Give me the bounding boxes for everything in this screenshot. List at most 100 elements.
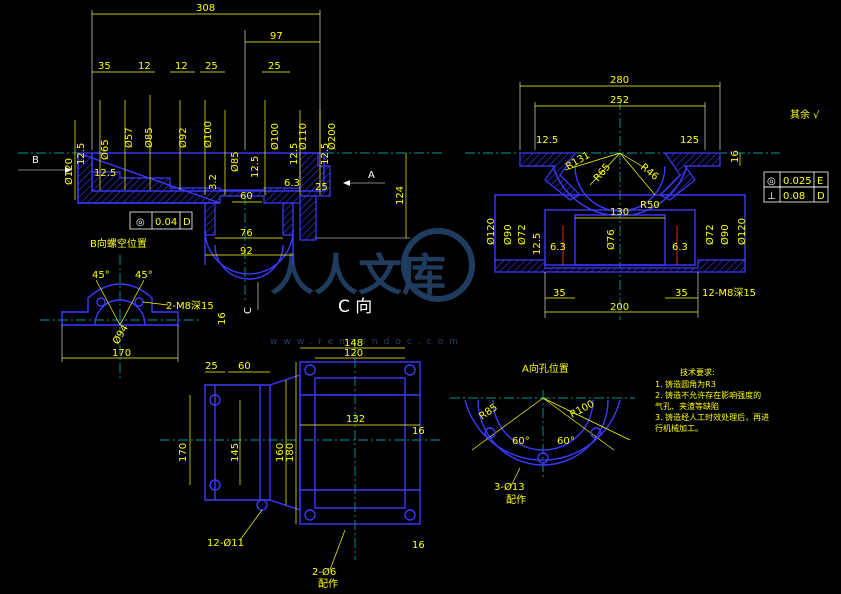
b-angle-right: 45° — [135, 270, 153, 281]
c-hole-note-12: 12-Ø11 — [207, 537, 244, 549]
c-hole-note-2b: 配作 — [318, 578, 338, 590]
notes-item-2: 2. 铸造不允许存在影响强度的 — [655, 390, 761, 400]
dim-92: 92 — [240, 246, 253, 257]
surface-finish-note: 其余 √ — [790, 108, 820, 121]
radius-65: R65 — [592, 162, 613, 184]
tolerance-frame-front: ◎ 0.04 D — [129, 211, 193, 230]
radius-50: R50 — [640, 200, 660, 211]
dim-35-left: 35 — [553, 288, 566, 299]
side-rough-12-5: 12.5 — [532, 233, 543, 255]
c-hole-note-2: 2-Ø6 — [312, 566, 336, 578]
notes-item-5: 行机械加工。 — [655, 423, 703, 433]
c-dim-160: 160 — [275, 443, 286, 462]
a-view: A向孔位置 R85 R100 60° 60° 3-Ø13 配作 — [450, 362, 635, 506]
dim-dia-200: Ø200 — [326, 123, 338, 150]
side-dia-76: Ø76 — [605, 229, 617, 250]
tolerance-frame-side-2: ⊥ 0.08 D — [763, 186, 829, 203]
dim-76: 76 — [240, 228, 253, 239]
rough-7: 25 — [315, 182, 328, 193]
view-mark-b: B — [32, 155, 39, 166]
tolerance-datum: E — [817, 176, 823, 187]
rough-3: 3.2 — [208, 174, 219, 190]
a-hole-note: 3-Ø13 — [494, 481, 525, 493]
b-angle-left: 45° — [92, 270, 110, 281]
b-dim-170: 170 — [112, 348, 131, 359]
b-thread-note: 2-M8深15 — [166, 300, 214, 312]
c-dim-25: 25 — [205, 361, 218, 372]
b-view-title: B向螺空位置 — [90, 237, 147, 250]
tolerance-datum: D — [817, 191, 825, 202]
side-view: R131 R65 R46 R50 280 252 12.5 125 16 130… — [465, 75, 829, 320]
side-dia-72-left: Ø72 — [516, 224, 528, 245]
dim-12b: 12 — [175, 61, 188, 72]
notes-item-3: 气孔、夹渣等缺陷 — [655, 401, 719, 411]
tolerance-value: 0.08 — [783, 191, 805, 202]
dim-dia-100b: Ø100 — [269, 123, 281, 150]
c-dim-148: 148 — [344, 338, 363, 349]
dim-dia-57: Ø57 — [123, 127, 135, 148]
c-view: C 向 148 120 132 25 60 16 16 170 — [160, 297, 440, 590]
dim-60: 60 — [240, 191, 253, 202]
notes-item-4: 3. 铸造经人工时效处理后，再进 — [655, 412, 769, 422]
watermark-logo-icon — [401, 228, 475, 302]
c-dim-60: 60 — [238, 361, 251, 372]
side-dia-90-left: Ø90 — [502, 224, 514, 245]
tolerance-symbol: ⊥ — [767, 191, 776, 202]
watermark: 人人文库 www.renrendoc.com — [270, 228, 475, 347]
side-dia-72-right: Ø72 — [704, 224, 716, 245]
dim-12a: 12 — [138, 61, 151, 72]
rough-5: 6.3 — [284, 178, 300, 189]
radius-46: R46 — [638, 162, 660, 183]
tolerance-datum: D — [183, 217, 191, 228]
c-dim-16-bottom: 16 — [412, 540, 425, 551]
a-hole-note-b: 配作 — [506, 494, 526, 506]
dim-97: 97 — [270, 31, 283, 42]
notes-item-1: 1. 铸造圆角为R3 — [655, 379, 716, 389]
side-rough-6-3-left: 6.3 — [550, 242, 566, 253]
dim-dia-85a: Ø85 — [143, 127, 155, 148]
view-mark-a: A — [368, 170, 375, 181]
b-dim-94: Ø94 — [110, 323, 131, 347]
side-roughness-right: 125 — [680, 135, 699, 146]
technical-notes: 技术要求: 1. 铸造圆角为R3 2. 铸造不允许存在影响强度的 气孔、夹渣等缺… — [655, 367, 769, 433]
rough-1: 12.5 — [76, 143, 87, 165]
dim-252: 252 — [610, 95, 629, 106]
watermark-text: 人人文库 — [270, 250, 446, 301]
tolerance-value: 0.04 — [155, 217, 177, 228]
dim-308: 308 — [196, 3, 215, 14]
a-angle-right: 60° — [557, 436, 575, 447]
side-dia-90-right: Ø90 — [719, 224, 731, 245]
dim-130: 130 — [610, 207, 629, 218]
a-view-title: A向孔位置 — [522, 362, 569, 375]
c-dim-145: 145 — [230, 443, 241, 462]
dim-35-right: 35 — [675, 288, 688, 299]
b-view: B向螺空位置 45° 45° 2-M8深15 16 Ø94 170 — [40, 237, 228, 380]
rough-8: 12.5 — [320, 143, 331, 165]
dim-dia-120: Ø120 — [63, 158, 75, 185]
dim-dia-65: Ø65 — [99, 139, 111, 160]
c-dim-120: 120 — [344, 348, 363, 359]
c-view-title: C 向 — [338, 297, 372, 317]
side-rough-6-3-right: 6.3 — [672, 242, 688, 253]
c-dim-180: 180 — [285, 443, 296, 462]
b-dim-16: 16 — [217, 312, 228, 325]
tolerance-value: 0.025 — [783, 176, 812, 187]
c-dim-170: 170 — [178, 443, 189, 462]
dim-dia-92: Ø92 — [177, 127, 189, 148]
tolerance-symbol: ◎ — [136, 217, 145, 228]
side-thread-note: 12-M8深15 — [702, 287, 756, 299]
side-dia-120-right: Ø120 — [736, 218, 748, 245]
front-view: 308 97 35 12 12 25 25 Ø120 Ø65 Ø57 Ø85 Ø… — [18, 3, 445, 314]
view-mark-c: C — [243, 307, 254, 314]
rough-4: 12.5 — [250, 156, 261, 178]
c-dim-16-top: 16 — [412, 426, 425, 437]
notes-title: 技术要求: — [680, 367, 715, 377]
dim-200: 200 — [610, 302, 629, 313]
rough-2: 12.5 — [94, 168, 116, 179]
dim-25b: 25 — [268, 61, 281, 72]
dim-dia-100a: Ø100 — [202, 121, 214, 148]
dim-25a: 25 — [205, 61, 218, 72]
dim-dia-110: Ø110 — [297, 123, 309, 150]
dim-124: 124 — [395, 186, 406, 205]
